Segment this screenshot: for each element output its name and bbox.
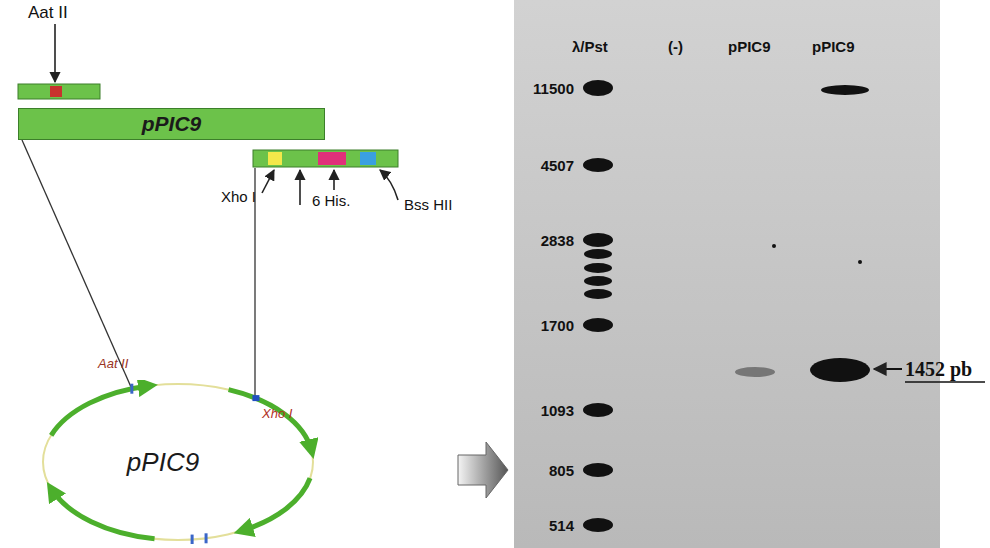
lane-label: pPIC9: [728, 38, 771, 55]
band-size: 1452 pb: [905, 358, 972, 381]
site-label: Xho I: [221, 188, 256, 205]
node-label: pPIC9: [127, 447, 199, 478]
pointer-arrow: [299, 170, 301, 205]
pointer-arrow: [333, 170, 335, 190]
cassette-segment: [253, 150, 398, 167]
size-marker: 805: [549, 462, 574, 479]
underline: [905, 381, 985, 383]
size-marker: 4507: [541, 157, 574, 174]
pointer-arrow: [54, 24, 56, 82]
size-marker: 2838: [541, 232, 574, 249]
aatii-segment: [18, 84, 100, 99]
site-label: Xho I: [262, 406, 292, 421]
agarose-gel: [514, 0, 940, 548]
site-label: Bss HII: [404, 196, 452, 213]
zoom-line: [22, 140, 131, 387]
pointer-arrow: [262, 170, 274, 193]
size-marker: 11500: [533, 80, 574, 97]
pointer-arrow: [380, 170, 398, 200]
block-arrow: [458, 442, 508, 498]
lane-label: (-): [668, 38, 683, 55]
size-marker: 514: [549, 517, 574, 534]
band-pointer: [874, 368, 902, 370]
site-label: Aat II: [28, 3, 68, 23]
lane-label: pPIC9: [812, 38, 855, 55]
site-label: Aat II: [98, 356, 128, 371]
vector-bar: pPIC9: [18, 108, 325, 140]
size-marker: 1093: [541, 402, 574, 419]
size-marker: 1700: [541, 317, 574, 334]
node-label: pPIC9: [142, 112, 202, 136]
tag-label: 6 His.: [312, 192, 350, 209]
plasmid-map: pPIC9: [38, 380, 318, 544]
lane-label: λ/Pst: [572, 38, 608, 55]
